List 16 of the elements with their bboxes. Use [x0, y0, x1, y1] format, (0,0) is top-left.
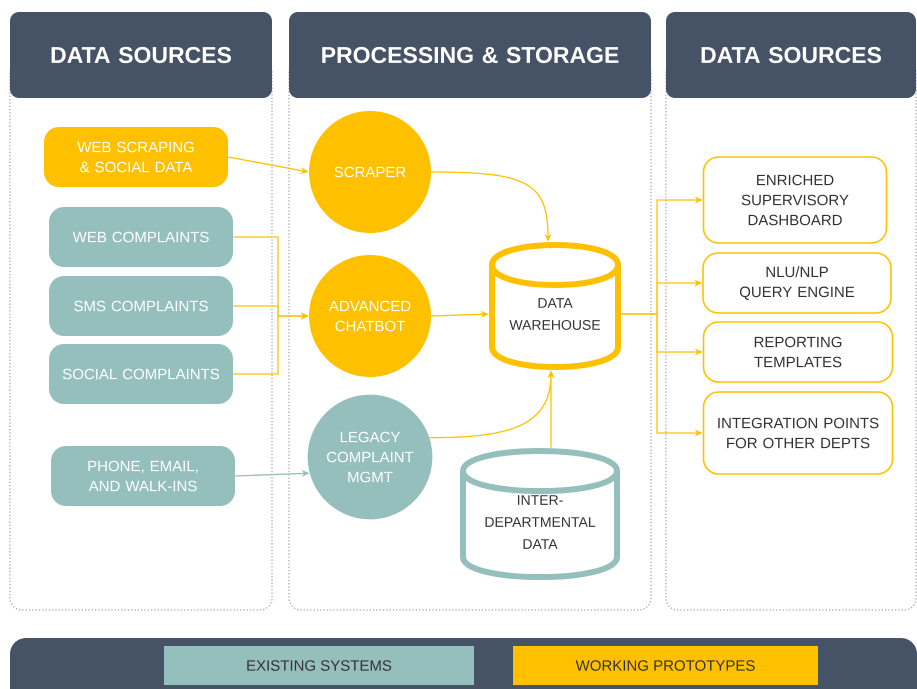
legend-label: EXISTING SYSTEMS [247, 660, 392, 671]
source-box: PHONE, EMAIL, AND WALK-INS [51, 446, 235, 506]
output-box: ENRICHED SUPERVISORY DASHBOARD [702, 156, 888, 244]
source-box: WEB SCRAPING & SOCIAL DATA [44, 127, 228, 187]
database-cylinder: INTER-DEPARTMENTAL DATA [460, 448, 620, 580]
legend-label: WORKING PROTOTYPES [576, 660, 755, 671]
output-box: REPORTING TEMPLATES [702, 321, 894, 383]
source-box: WEB COMPLAINTS [49, 207, 233, 267]
source-box: SOCIAL COMPLAINTS [49, 344, 233, 404]
column-header: DATA SOURCES [666, 12, 916, 98]
source-box: SMS COMPLAINTS [49, 276, 233, 336]
database-cylinder: DATA WAREHOUSE [489, 242, 621, 370]
output-box: INTEGRATION POINTS FOR OTHER DEPTS [702, 391, 894, 475]
column-header: DATA SOURCES [10, 12, 272, 98]
column-header: PROCESSING & STORAGE [289, 12, 651, 98]
output-box: NLU/NLP QUERY ENGINE [702, 252, 892, 314]
